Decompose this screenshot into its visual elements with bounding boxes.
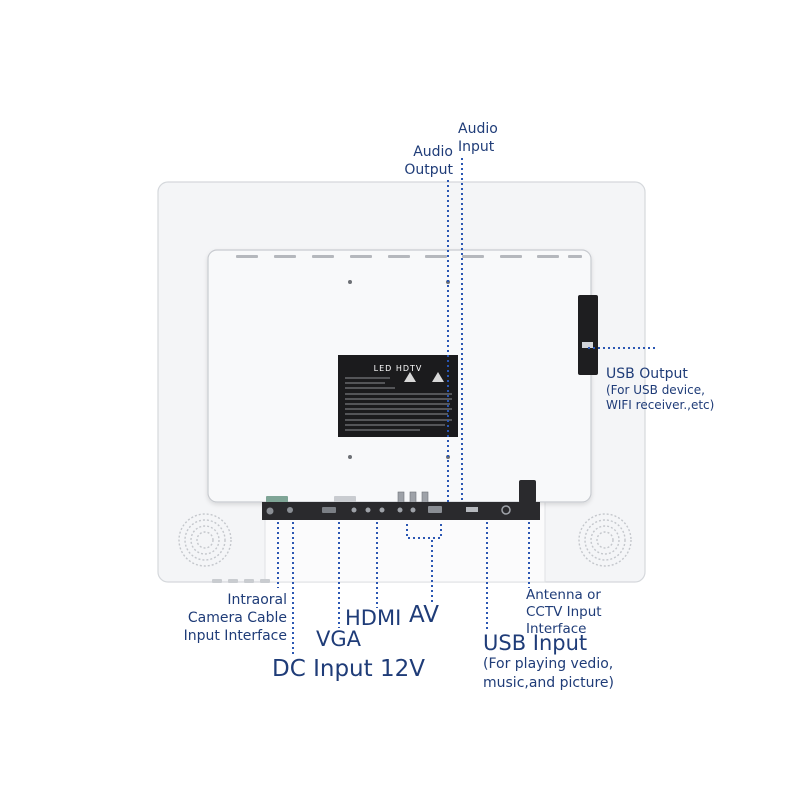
right-speaker-grill xyxy=(578,513,632,567)
label-line: Antenna or xyxy=(526,587,601,603)
warning-triangle-icon xyxy=(432,372,444,382)
speaker-ring xyxy=(196,531,214,549)
label-line: Interface xyxy=(526,621,587,637)
speaker-ring xyxy=(584,519,626,561)
vent-slot xyxy=(500,255,522,258)
label-line: Input xyxy=(458,139,495,155)
leader-lines xyxy=(277,158,655,655)
vent-slot xyxy=(568,255,582,258)
bottom-buttons xyxy=(212,579,270,583)
intraoral-label: Intraoral Camera Cable Input Interface xyxy=(137,591,287,645)
top-vents xyxy=(236,255,582,258)
av-jack-connectors xyxy=(397,491,429,504)
vent-slot xyxy=(388,255,410,258)
vga-port xyxy=(322,507,336,513)
label-line: Audio xyxy=(458,121,498,137)
usb-input-label: USB Input (For playing vedio, music,and … xyxy=(483,631,614,693)
speaker-ring xyxy=(596,531,614,549)
usb-input-detail: (For playing vedio, xyxy=(483,656,614,672)
audio-port xyxy=(351,507,357,513)
camera-input-port xyxy=(266,507,274,515)
sticker-title: LED HDTV xyxy=(374,364,423,373)
label-line: Input Interface xyxy=(183,628,287,644)
speaker-ring xyxy=(184,519,226,561)
dc-input-port xyxy=(287,507,293,513)
mounting-hole xyxy=(348,280,352,284)
av-jack xyxy=(409,491,417,504)
side-usb-port xyxy=(582,342,593,348)
vga-label: VGA xyxy=(316,627,362,651)
av-jack xyxy=(397,491,405,504)
av-jack xyxy=(421,491,429,504)
label-line: Intraoral xyxy=(227,592,287,608)
hdmi-port xyxy=(428,506,442,513)
usb-output-detail: WIFI receiver.,etc) xyxy=(606,398,715,412)
product-sticker: LED HDTV xyxy=(338,355,458,437)
vent-slot xyxy=(462,255,484,258)
audio-port xyxy=(365,507,371,513)
av-port xyxy=(397,507,403,513)
usb-input-port xyxy=(466,507,478,512)
antenna-port xyxy=(501,505,511,515)
antenna-connector xyxy=(519,480,536,503)
vent-slot xyxy=(350,255,372,258)
ports xyxy=(266,505,511,515)
speaker-ring xyxy=(178,513,232,567)
sticker-background xyxy=(338,355,458,437)
label-line: CCTV Input xyxy=(526,604,602,620)
bottom-button xyxy=(212,579,222,583)
vent-slot xyxy=(236,255,258,258)
warning-triangle-icon xyxy=(404,372,416,382)
usb-input-title: USB Input xyxy=(483,631,588,655)
sticker-fine-print xyxy=(345,377,452,431)
hdmi-label: HDMI xyxy=(345,606,402,630)
usb-input-detail: music,and picture) xyxy=(483,675,614,691)
speaker-ring xyxy=(590,525,620,555)
av-bracket xyxy=(406,524,442,539)
vent-slot xyxy=(274,255,296,258)
label-line: Camera Cable xyxy=(187,610,287,626)
av-label: AV xyxy=(409,602,439,628)
mounting-hole xyxy=(348,455,352,459)
bottom-button xyxy=(228,579,238,583)
vent-slot xyxy=(537,255,559,258)
av-port xyxy=(410,507,416,513)
audio-input-label: Audio Input xyxy=(458,120,498,156)
usb-output-detail: (For USB device, xyxy=(606,383,705,397)
vent-slot xyxy=(425,255,447,258)
usb-output-title: USB Output xyxy=(606,366,688,382)
bottom-button xyxy=(260,579,270,583)
side-usb-housing xyxy=(578,295,598,375)
speaker-ring xyxy=(578,513,632,567)
dc-input-label: DC Input 12V xyxy=(272,656,425,682)
audio-port xyxy=(379,507,385,513)
speaker-ring xyxy=(190,525,220,555)
label-line: Audio xyxy=(413,144,453,160)
vent-slot xyxy=(312,255,334,258)
usb-output-label: USB Output (For USB device, WIFI receive… xyxy=(606,365,714,413)
label-line: Output xyxy=(404,162,453,178)
left-speaker-grill xyxy=(178,513,232,567)
antenna-label: Antenna or CCTV Input Interface xyxy=(526,587,602,638)
dc-connector-clip xyxy=(334,496,356,503)
bottom-button xyxy=(244,579,254,583)
audio-output-label: Audio Output xyxy=(393,143,453,179)
